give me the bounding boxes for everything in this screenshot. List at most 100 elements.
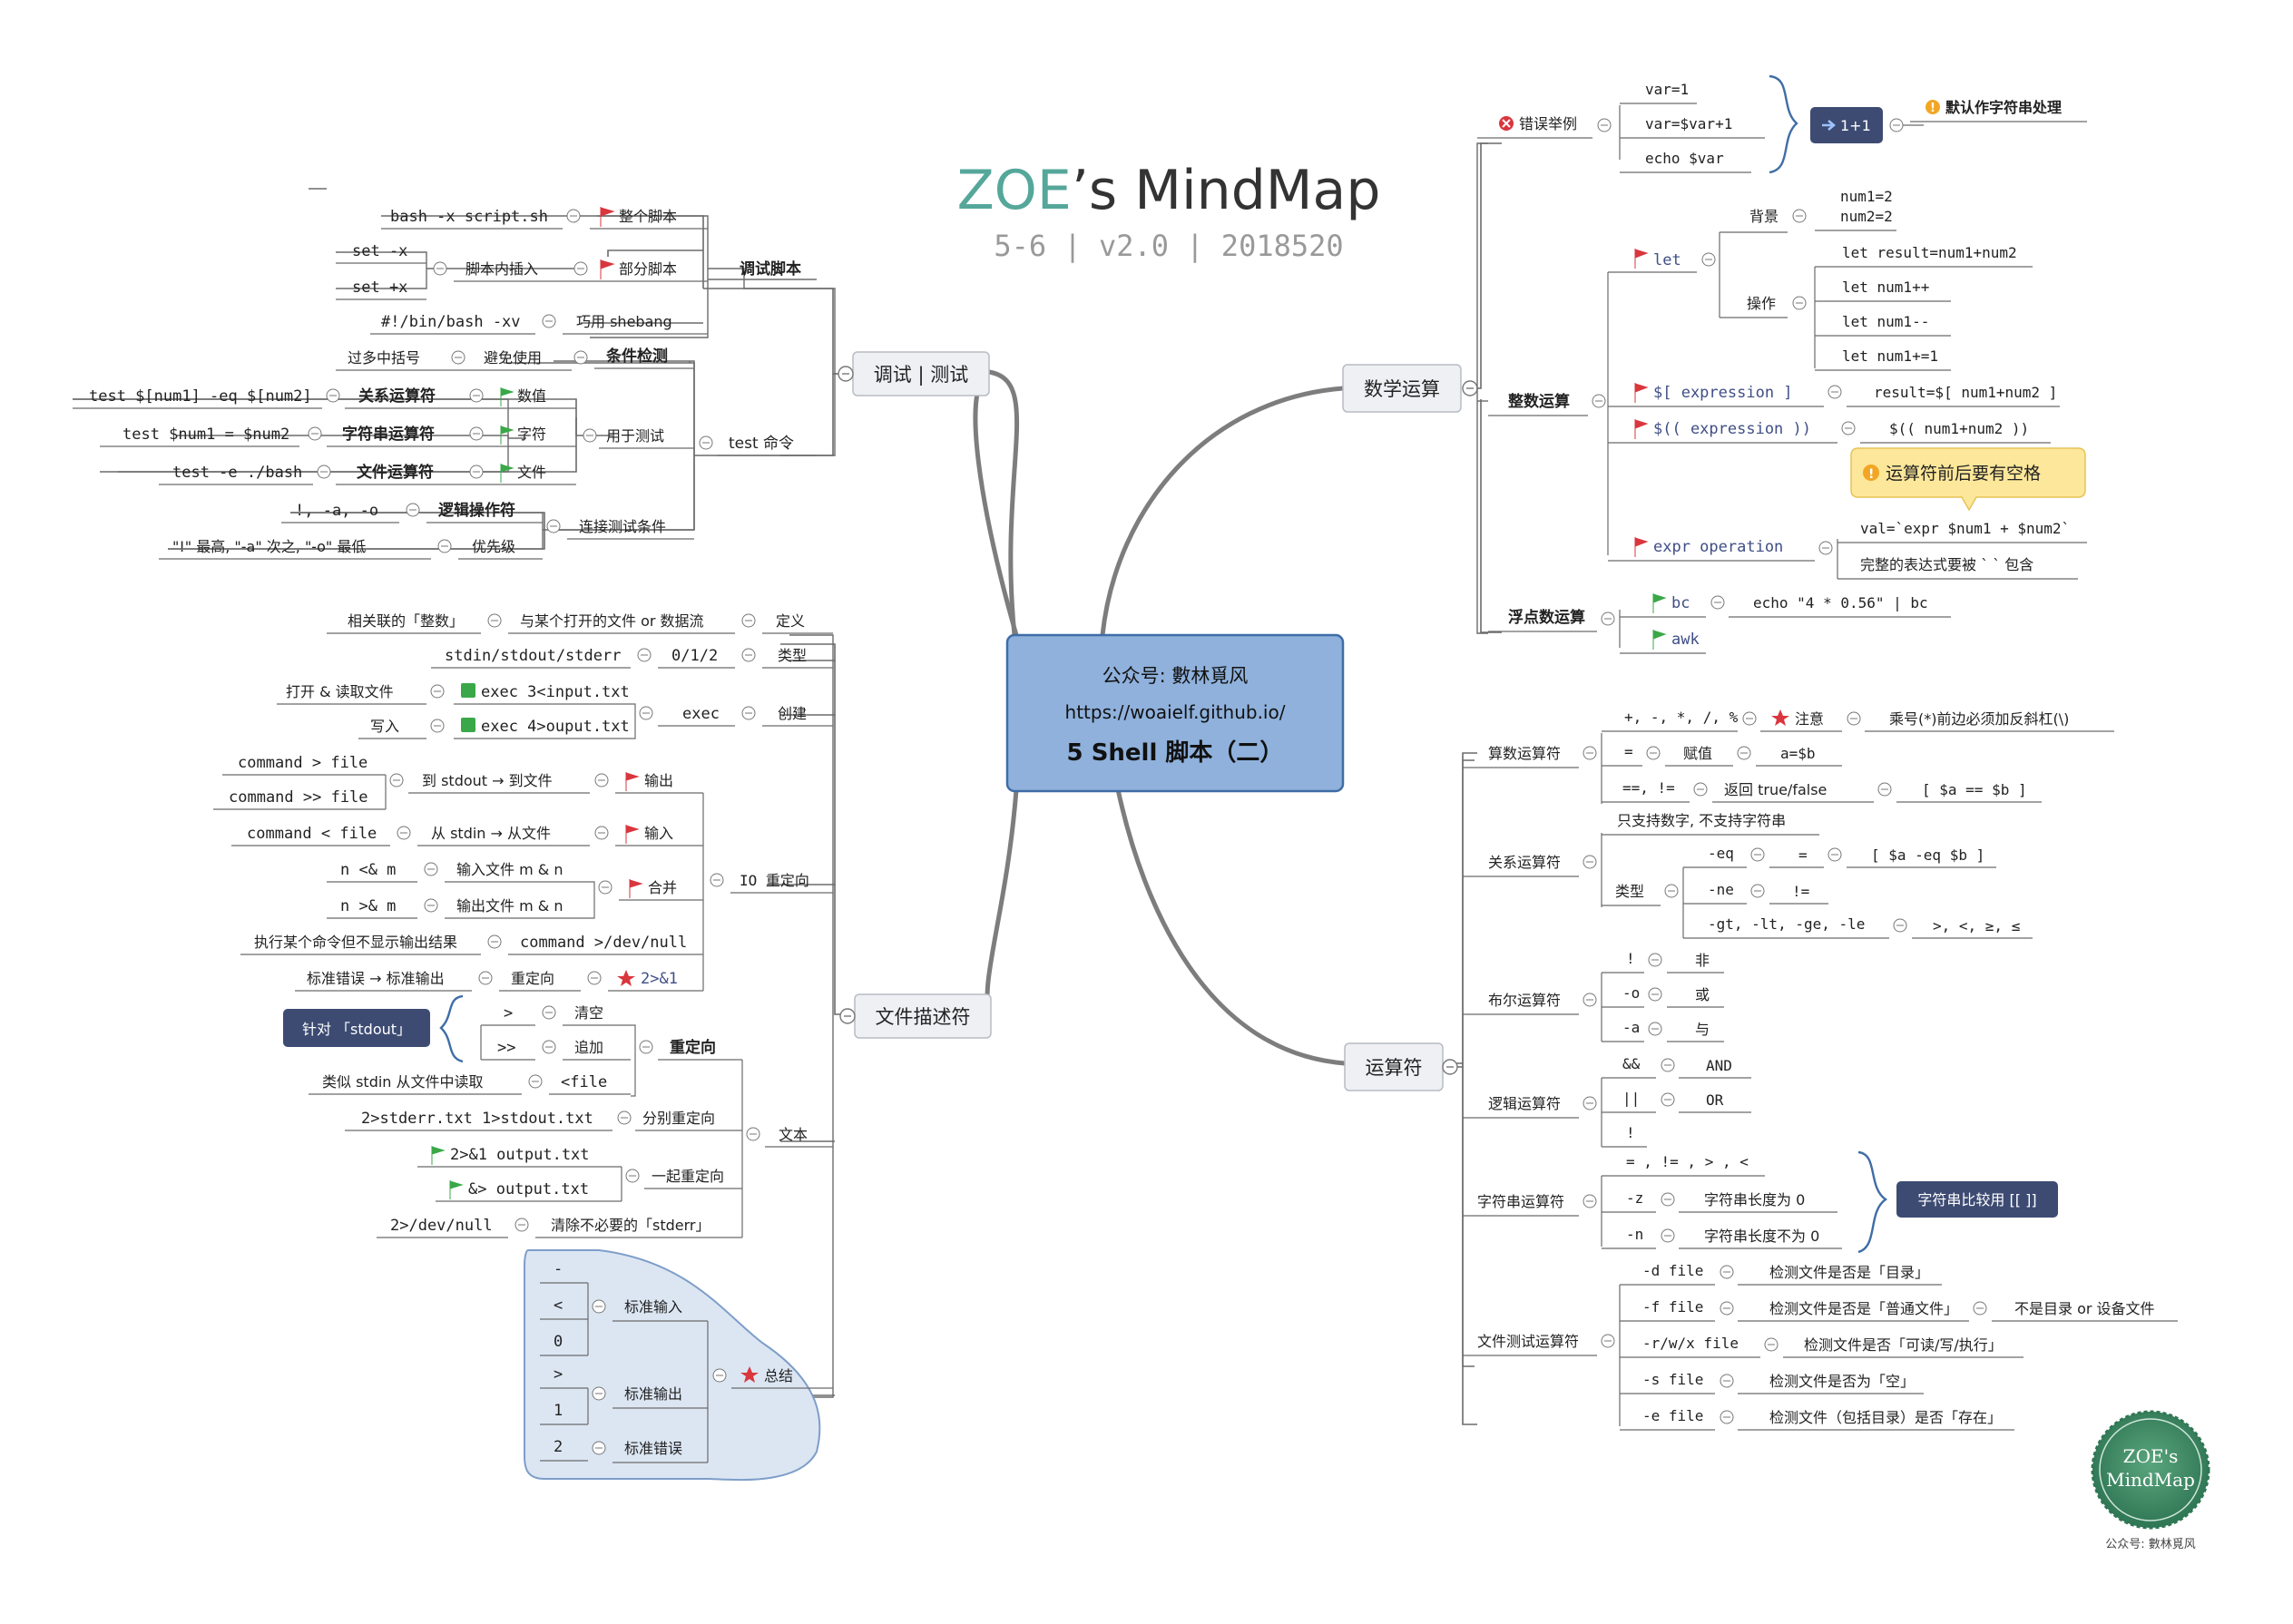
merge-out: 输出文件 m & n bbox=[456, 897, 563, 915]
main-branches bbox=[973, 369, 1347, 1066]
seal-caption: 公众号: 數林覓风 bbox=[2105, 1538, 2196, 1551]
collapse-circles[interactable] bbox=[838, 366, 1478, 1075]
std-err: 标准错误 bbox=[624, 1440, 682, 1457]
use-shebang: 巧用 shebang bbox=[576, 313, 672, 330]
set-plus-x: set +x bbox=[352, 279, 407, 297]
and-cn: 与 bbox=[1695, 1021, 1710, 1038]
only-num: 只支持数字, 不支持字符串 bbox=[1617, 812, 1786, 829]
rel-op: 关系运算符 bbox=[358, 386, 436, 406]
expr2: $(( expression )) bbox=[1653, 420, 1811, 438]
split-redirect: 分别重定向 bbox=[642, 1110, 715, 1127]
s-text: 检测文件是否为「空」 bbox=[1769, 1373, 1915, 1390]
e-text: 检测文件（包括目录）是否「存在」 bbox=[1769, 1409, 2002, 1426]
green-flag-icon bbox=[500, 464, 514, 483]
terminal-icon bbox=[461, 683, 475, 698]
red-flag-icon bbox=[600, 259, 615, 279]
output: 输出 bbox=[644, 772, 673, 789]
gt: > bbox=[504, 1004, 513, 1022]
title-rest: ’s MindMap bbox=[1072, 159, 1381, 222]
split-cmd: 2>stderr.txt 1>stdout.txt bbox=[361, 1110, 593, 1128]
exec-out: exec 4>ouput.txt bbox=[481, 718, 630, 736]
sum-2: 2 bbox=[554, 1438, 563, 1456]
green-flag-icon bbox=[449, 1180, 464, 1199]
sum-lt: < bbox=[554, 1296, 563, 1315]
red-flag-icon bbox=[1634, 249, 1649, 269]
subtitle: 5-6 | v2.0 | 2018520 bbox=[994, 229, 1343, 263]
expr-op: expr operation bbox=[1653, 538, 1783, 556]
arith-syms: +, -, *, /, % bbox=[1624, 709, 1739, 726]
topic-math[interactable]: 数学运算 bbox=[1342, 364, 1462, 413]
cmp-ex: [ $a == $b ] bbox=[1922, 781, 2027, 798]
warning-icon bbox=[1926, 100, 1940, 114]
seal-line2: MindMap bbox=[2106, 1469, 2195, 1491]
set-x: set -x bbox=[352, 242, 407, 260]
operation: 操作 bbox=[1747, 295, 1776, 312]
to-stdout: 到 stdout → 到文件 bbox=[422, 772, 553, 789]
red-flag-icon bbox=[600, 207, 615, 227]
ne-opt: -ne bbox=[1708, 881, 1734, 898]
seal-line1: ZOE's bbox=[2123, 1445, 2179, 1467]
red-flag-icon bbox=[1634, 383, 1649, 403]
no-show: 执行某个命令但不显示输出结果 bbox=[254, 934, 457, 951]
AND: AND bbox=[1706, 1057, 1732, 1074]
terminal-icon bbox=[461, 718, 475, 732]
io-redirect: IO 重定向 bbox=[740, 872, 809, 889]
dev-null: command >/dev/null bbox=[520, 934, 687, 952]
let1: let result=num1+num2 bbox=[1842, 244, 2017, 261]
and-a: -a bbox=[1622, 1019, 1640, 1036]
not: ! bbox=[1626, 950, 1635, 967]
cmd-gtgt: command >> file bbox=[229, 788, 368, 807]
insert-in-script: 脚本内插入 bbox=[465, 260, 538, 278]
let4: let num1+=1 bbox=[1842, 347, 1938, 365]
fd-lines bbox=[789, 634, 834, 1398]
sum-0: 0 bbox=[554, 1333, 563, 1351]
bc: bc bbox=[1671, 594, 1690, 612]
var2: var=$var+1 bbox=[1645, 115, 1732, 132]
arrow-right-icon bbox=[1822, 120, 1836, 131]
red-flag-icon bbox=[1634, 419, 1649, 439]
num1: num1=2 bbox=[1840, 188, 1893, 205]
clear: 清空 bbox=[574, 1004, 603, 1022]
gtgt: >> bbox=[497, 1039, 515, 1057]
assign: 赋值 bbox=[1683, 745, 1712, 762]
s: -s file bbox=[1642, 1371, 1703, 1388]
topic-debug[interactable]: 调试 | 测试 bbox=[852, 351, 990, 396]
file: 文件 bbox=[517, 464, 546, 481]
d-text: 检测文件是否是「目录」 bbox=[1769, 1264, 1929, 1281]
svg-text:数学运算: 数学运算 bbox=[1364, 378, 1440, 400]
test-file: test -e ./bash bbox=[172, 464, 302, 482]
debug-subtree bbox=[73, 215, 837, 550]
lt-file: <file bbox=[561, 1073, 607, 1091]
red-flag-icon bbox=[1634, 537, 1649, 557]
ops-lines bbox=[1457, 759, 1475, 1367]
default-str: 默认作字符串处理 bbox=[1945, 99, 2062, 116]
expr-val: val=`expr $num1 + $num2` bbox=[1860, 520, 2070, 537]
brace bbox=[1857, 1150, 1888, 1254]
rwx: -r/w/x file bbox=[1642, 1335, 1739, 1352]
center-line3: 5 Shell 脚本（二） bbox=[1067, 739, 1284, 767]
center-node[interactable]: 公众号: 數林覓风 https://woaielf.github.io/ 5 S… bbox=[1005, 633, 1345, 793]
oror: || bbox=[1622, 1090, 1640, 1107]
priority: 优先级 bbox=[472, 538, 515, 555]
input: 输入 bbox=[644, 825, 673, 842]
or-o: -o bbox=[1622, 984, 1640, 1002]
bash-x-cmd: bash -x script.sh bbox=[390, 208, 548, 226]
int-op: 整数运算 bbox=[1508, 392, 1570, 411]
assign-ex: a=$b bbox=[1780, 745, 1816, 762]
math-lines bbox=[1476, 142, 1488, 634]
star-icon bbox=[740, 1366, 759, 1383]
test-str: test $num1 = $num2 bbox=[122, 426, 289, 444]
svg-text:文件描述符: 文件描述符 bbox=[876, 1006, 971, 1028]
expr1: $[ expression ] bbox=[1653, 384, 1793, 402]
for-stdout-box bbox=[283, 1009, 430, 1047]
avoid-use: 避免使用 bbox=[484, 349, 542, 367]
exec-label: exec bbox=[682, 705, 720, 723]
str-box-text: 字符串比较用 [[ ]] bbox=[1917, 1191, 2036, 1208]
eq-sym: = bbox=[1798, 846, 1808, 864]
topic-ops[interactable]: 运算符 bbox=[1344, 1042, 1444, 1091]
topic-fd[interactable]: 文件描述符 bbox=[854, 993, 992, 1039]
echo-var: echo $var bbox=[1645, 150, 1724, 167]
with-file: 与某个打开的文件 or 数据流 bbox=[520, 612, 704, 630]
std-out: 标准输出 bbox=[624, 1385, 682, 1403]
